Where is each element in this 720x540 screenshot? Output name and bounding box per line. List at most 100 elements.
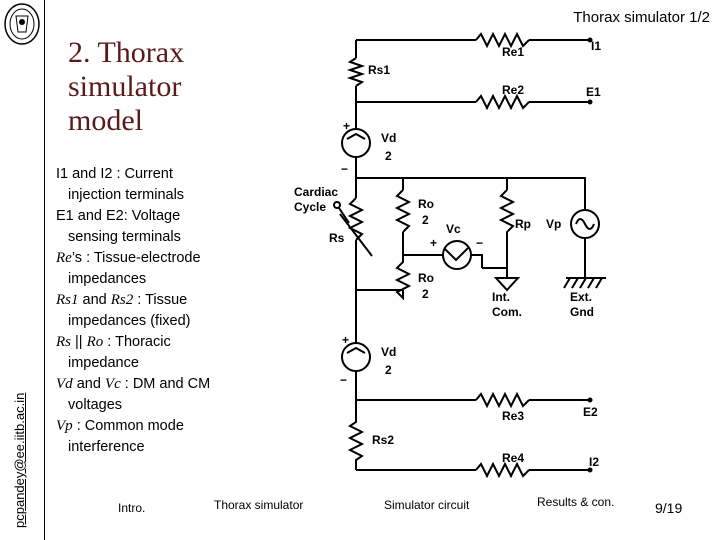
- list-item: Vd and Vc : DM and CM voltages: [56, 374, 236, 416]
- item-text: ’s : Tissue-electrode: [71, 250, 201, 266]
- resistor-re1: [475, 31, 530, 49]
- item-text-cont: injection terminals: [68, 187, 185, 203]
- item-text-cont: impedances: [68, 271, 147, 287]
- list-item: E1 and E2: Voltage sensing terminals: [56, 206, 236, 248]
- label-vd-top: Vd: [381, 131, 396, 145]
- nav-intro-link[interactable]: Intro: [118, 501, 143, 515]
- label-vd-bot: Vd: [381, 345, 396, 359]
- source-arrow: [346, 346, 366, 354]
- list-item: Re’s : Tissue-electrode impedances: [56, 248, 236, 290]
- title-line-3: model: [68, 104, 143, 137]
- page-number: 9/19: [655, 500, 683, 516]
- item-text-cont: interference: [68, 439, 145, 455]
- joiner: and: [72, 376, 105, 392]
- title-line-2: simulator: [68, 70, 182, 103]
- source-arrow: [346, 132, 366, 140]
- item-text: : Common mode: [72, 418, 184, 434]
- list-item: Rs || Ro : Thoracic impedance: [56, 332, 236, 374]
- resistor-re3: [475, 391, 530, 409]
- minus-bot: −: [340, 373, 347, 387]
- wire: [356, 177, 508, 190]
- terminal-i2: [587, 467, 593, 473]
- institute-logo-icon: [4, 3, 40, 45]
- resistor-ro-bot: [394, 255, 412, 301]
- label-rs2: Rs2: [372, 433, 394, 447]
- label-cycle: Cycle: [294, 200, 326, 214]
- symbol: Ro: [86, 334, 104, 350]
- slide-header: Thorax simulator 1/2: [573, 9, 710, 26]
- plus-vc: +: [430, 236, 437, 250]
- vc-source: [442, 240, 472, 270]
- resistor-re2: [475, 93, 530, 111]
- terminal-e1: [587, 99, 593, 105]
- symbol: Rs2: [110, 292, 134, 308]
- label-i1: I1: [591, 39, 601, 53]
- plus-top: +: [343, 119, 350, 133]
- minus-top: −: [341, 162, 348, 176]
- label-com: Com.: [492, 305, 522, 319]
- source-mark: [443, 247, 469, 262]
- item-text-cont: voltages: [68, 397, 123, 413]
- nav-thorax-simulator-link[interactable]: Thorax simulator: [214, 498, 304, 512]
- vd-bot-source: [341, 342, 371, 372]
- joiner: ||: [71, 334, 87, 350]
- item-text-cont: impedances (fixed): [68, 313, 191, 329]
- slide-title: 2. Thorax simulator model: [68, 36, 268, 138]
- resistor-rs1: [346, 57, 366, 87]
- item-text: : Tissue: [133, 292, 188, 308]
- nav-simulator-circuit[interactable]: Simulator circuit: [384, 498, 469, 512]
- label-ext: Ext.: [570, 290, 592, 304]
- label-ro-top: Ro: [418, 197, 434, 211]
- item-text: : Thoracic: [103, 334, 171, 350]
- nav-results-link[interactable]: Results & con.: [537, 495, 615, 509]
- symbol: Rs1: [56, 292, 79, 308]
- label-ro-bot: Ro: [418, 271, 434, 285]
- label-re2: Re2: [502, 83, 524, 97]
- label-gnd: Gnd: [570, 305, 594, 319]
- label-re1: Re1: [502, 45, 524, 59]
- label-rp: Rp: [515, 217, 531, 231]
- label-two-top: 2: [385, 149, 392, 163]
- wire: [403, 254, 483, 268]
- symbol: Vc: [104, 376, 121, 392]
- minus-vc: −: [476, 236, 483, 250]
- label-e2: E2: [583, 405, 598, 419]
- item-text: I1 and I2 : Current: [56, 166, 173, 182]
- symbol: Vd: [56, 376, 73, 392]
- label-rs: Rs: [329, 231, 345, 245]
- symbol: Rs: [56, 334, 71, 350]
- label-two-bot: 2: [385, 363, 392, 377]
- resistor-rs2: [347, 400, 365, 470]
- nav-thorax-simulator[interactable]: Thorax simulator: [214, 498, 303, 512]
- sine-icon: [575, 218, 595, 230]
- list-item: I1 and I2 : Current injection terminals: [56, 164, 236, 206]
- label-cardiac: Cardiac: [294, 185, 338, 199]
- ext-ground-hatch: [563, 277, 603, 289]
- plus-bot: +: [342, 333, 349, 347]
- sidebar-divider: [44, 0, 45, 540]
- label-i2: I2: [589, 455, 599, 469]
- list-item: Vp : Common mode interference: [56, 416, 236, 458]
- symbol: Re: [56, 250, 72, 266]
- label-int: Int.: [492, 290, 510, 304]
- joiner: and: [78, 292, 111, 308]
- label-e1: E1: [586, 85, 601, 99]
- list-item: Rs1 and Rs2 : Tissue impedances (fixed): [56, 290, 236, 332]
- symbol: Vp: [56, 418, 73, 434]
- label-ro-top-2: 2: [422, 213, 429, 227]
- title-line-1: 2. Thorax: [68, 36, 185, 69]
- label-vc: Vc: [446, 222, 461, 236]
- resistor-rs: [347, 197, 365, 241]
- nav-simulator-circuit-link[interactable]: Simulator circuit: [384, 498, 470, 512]
- item-text-cont: sensing terminals: [68, 229, 181, 245]
- label-re3: Re3: [502, 409, 524, 423]
- nav-results[interactable]: Results & con.: [537, 495, 614, 509]
- label-re4: Re4: [502, 451, 524, 465]
- variable-arrow: [339, 213, 373, 257]
- int-ground-symbol: [493, 277, 521, 292]
- definition-list: I1 and I2 : Current injection terminals …: [56, 164, 236, 458]
- nav-intro[interactable]: Intro.: [118, 501, 146, 515]
- item-text: E1 and E2: Voltage: [56, 208, 181, 224]
- item-text-cont: impedance: [68, 355, 139, 371]
